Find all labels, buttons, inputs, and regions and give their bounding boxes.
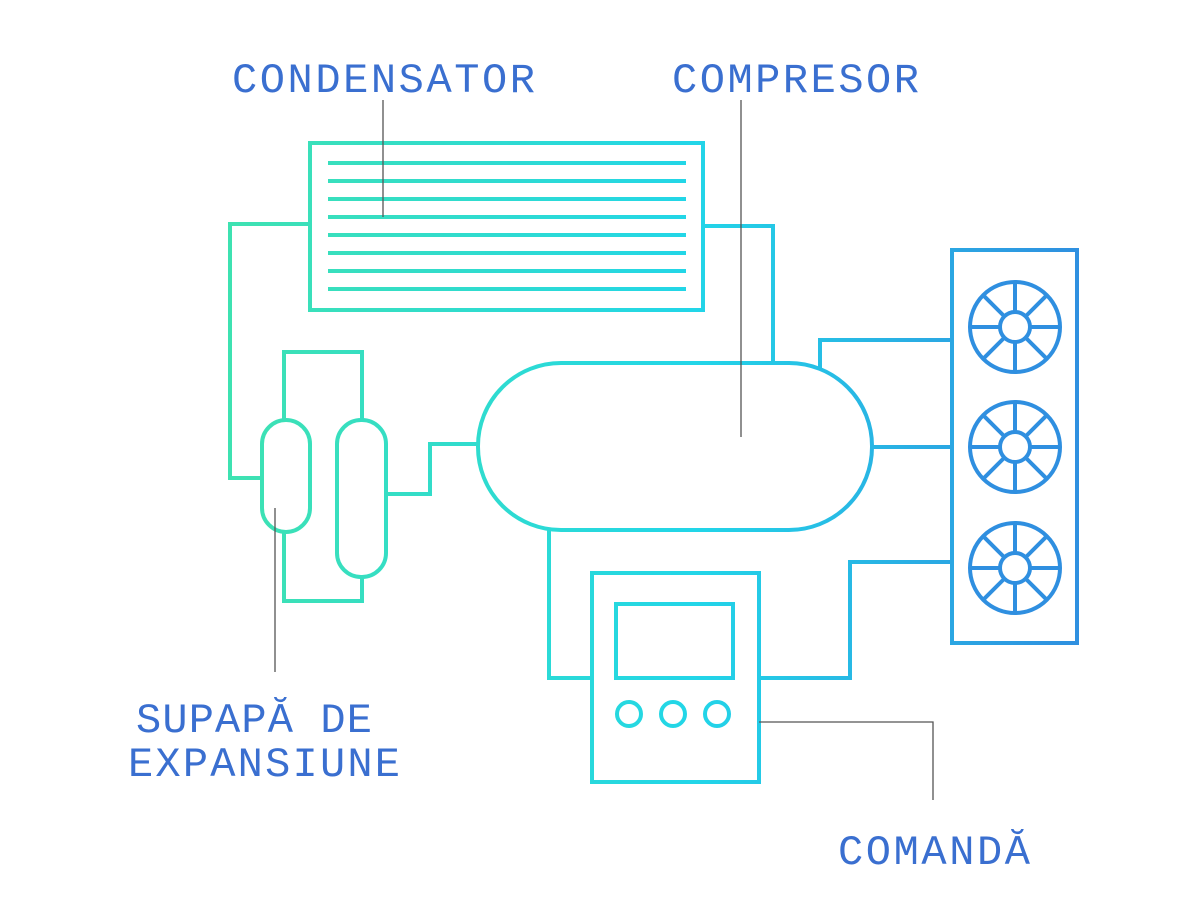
control-button xyxy=(703,700,731,728)
pipe-valve-top xyxy=(282,350,364,420)
pipe-compressor-to-fans-top xyxy=(818,338,952,370)
fan-icon xyxy=(968,280,1062,374)
control-button xyxy=(615,700,643,728)
fan-icon xyxy=(968,400,1062,494)
control-button xyxy=(659,700,687,728)
pipe-compressor-to-control xyxy=(547,530,592,680)
expansion-valve-left xyxy=(260,418,312,534)
leader-control xyxy=(759,721,934,800)
pipe-valve-to-compressor xyxy=(386,442,478,496)
compressor xyxy=(476,361,874,532)
label-condenser: CONDENSATOR xyxy=(232,57,535,105)
label-expansion-valve-line1: SUPAPĂ DE xyxy=(136,696,372,745)
fan-icon xyxy=(968,521,1062,615)
pipe-valve-bottom xyxy=(282,532,364,603)
fan-cabinet xyxy=(950,248,1079,645)
pipe-condenser-to-valve xyxy=(228,222,310,480)
label-control: COMANDĂ xyxy=(838,828,1031,877)
condenser xyxy=(308,141,705,312)
pipe-condenser-to-compressor xyxy=(703,224,775,364)
pipe-fans-to-control xyxy=(759,560,952,680)
control-screen xyxy=(614,602,735,680)
label-compressor: COMPRESOR xyxy=(672,57,919,105)
expansion-valve-right xyxy=(335,418,388,579)
control-unit xyxy=(590,571,761,784)
label-expansion-valve-line2: EXPANSIUNE xyxy=(128,741,400,789)
